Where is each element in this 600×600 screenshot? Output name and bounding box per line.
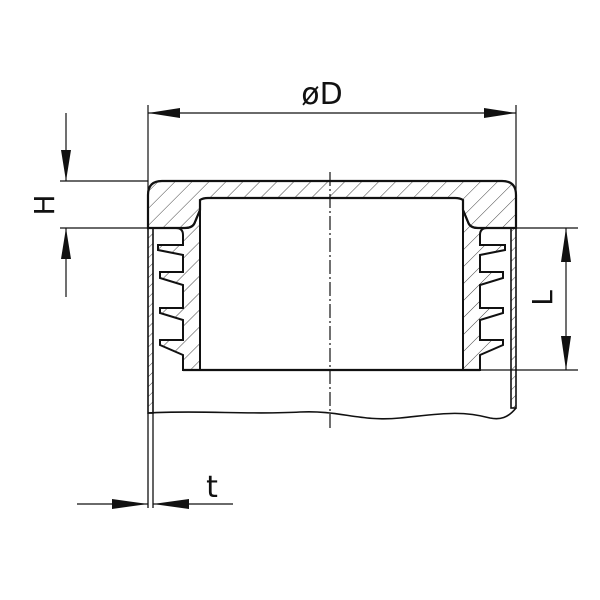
pipe xyxy=(147,227,517,508)
dimension-length: L xyxy=(480,227,578,371)
diameter-symbol: ø xyxy=(301,77,319,112)
end-cap xyxy=(146,179,518,372)
break-line xyxy=(147,407,517,420)
thickness-label: t xyxy=(206,470,218,505)
height-label: H xyxy=(28,194,61,215)
svg-text:øD: øD xyxy=(301,77,342,112)
right-rib-stem xyxy=(462,209,506,371)
cap-flange xyxy=(146,179,518,230)
dimension-height: H xyxy=(28,113,183,297)
diameter-letter: D xyxy=(320,77,343,112)
left-rib-stem xyxy=(157,209,201,371)
length-label: L xyxy=(526,290,559,306)
dimension-thickness: t xyxy=(77,470,233,509)
dimension-diameter: øD xyxy=(147,77,517,228)
pipe-wall-right xyxy=(510,227,517,409)
pipe-wall-left xyxy=(147,227,154,414)
